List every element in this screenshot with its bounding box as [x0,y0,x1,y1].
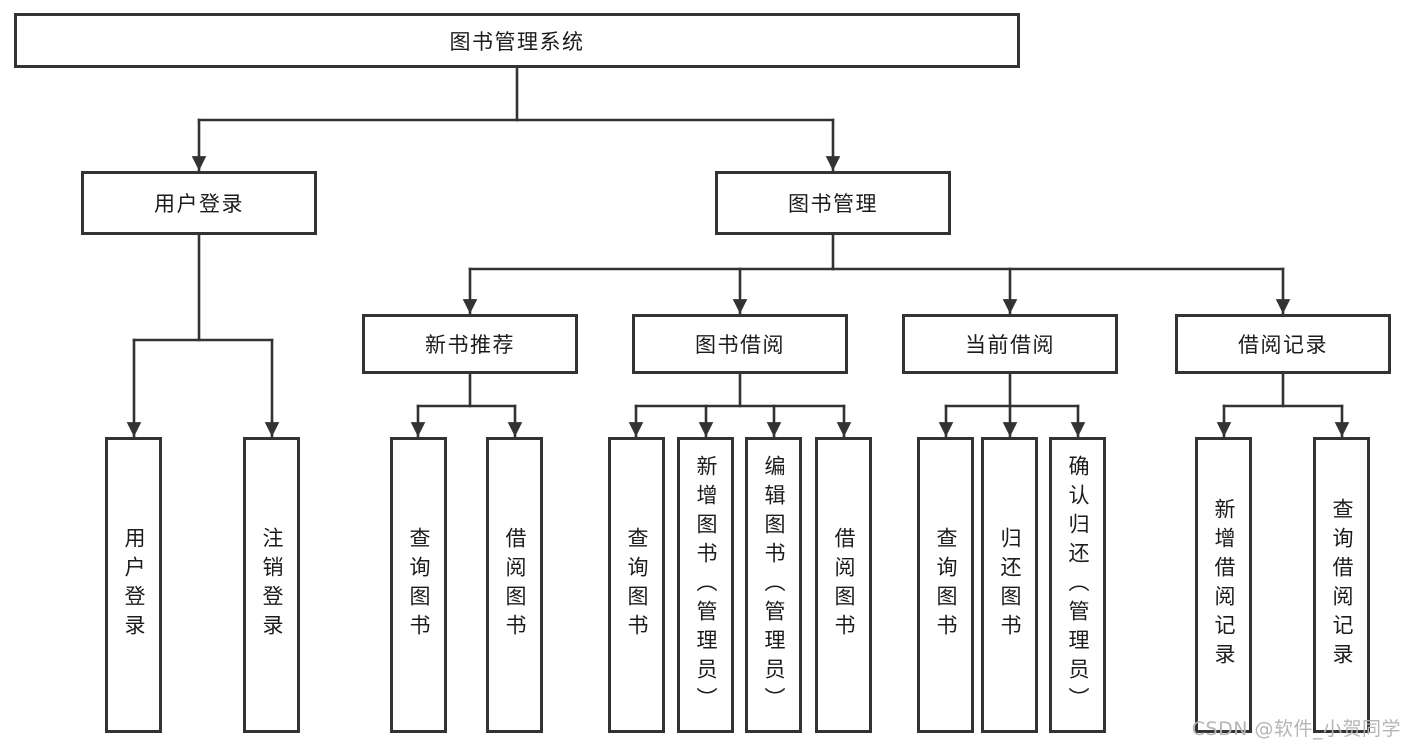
node-book-borrow: 图书借阅 [632,314,848,374]
leaf-label: 新增借阅记录 [1212,498,1236,672]
leaf-label: 借阅图书 [503,527,527,643]
edges-root-to-level2 [191,66,841,172]
leaf-label: 查询图书 [934,527,958,643]
leaf-user-login: 用户登录 [105,437,162,733]
leaf-br-query-record: 查询借阅记录 [1313,437,1370,733]
edges-book-borrow-branch [628,372,852,438]
leaf-label: 借阅图书 [832,527,856,643]
node-user-login: 用户登录 [81,171,317,235]
leaf-label: 归还图书 [998,527,1022,643]
csdn-watermark: CSDN @软件_小贺同学 [1191,718,1401,740]
leaf-label: 编辑图书（管理员） [762,454,786,716]
node-new-book-rec: 新书推荐 [362,314,578,374]
leaf-label: 查询图书 [625,527,649,643]
edges-book-mgmt-to-level3 [462,233,1291,315]
node-borrow-records: 借阅记录 [1175,314,1391,374]
leaf-bb-query-books: 查询图书 [608,437,665,733]
leaf-label: 查询图书 [407,527,431,643]
leaf-logout: 注销登录 [243,437,300,733]
edges-borrow-records-branch [1216,372,1350,438]
edges-current-borrow-branch [938,372,1086,438]
node-book-mgmt: 图书管理 [715,171,951,235]
leaf-bb-borrow-books: 借阅图书 [815,437,872,733]
leaf-nbr-query-books: 查询图书 [390,437,447,733]
node-current-borrow: 当前借阅 [902,314,1118,374]
leaf-cb-query-books: 查询图书 [917,437,974,733]
leaf-label: 注销登录 [260,527,284,643]
leaf-br-add-record: 新增借阅记录 [1195,437,1252,733]
leaf-label: 确认归还（管理员） [1066,454,1090,716]
leaf-nbr-borrow-books: 借阅图书 [486,437,543,733]
edges-new-book-branch [410,372,523,438]
leaf-label: 用户登录 [122,527,146,643]
leaf-label: 查询借阅记录 [1330,498,1354,672]
leaf-label: 新增图书（管理员） [694,454,718,716]
leaf-bb-edit-books-admin: 编辑图书（管理员） [745,437,802,733]
leaf-cb-return-books: 归还图书 [981,437,1038,733]
leaf-bb-add-books-admin: 新增图书（管理员） [677,437,734,733]
edges-user-login-branch [126,233,280,438]
leaf-cb-confirm-return-admin: 确认归还（管理员） [1049,437,1106,733]
node-root: 图书管理系统 [14,13,1020,68]
